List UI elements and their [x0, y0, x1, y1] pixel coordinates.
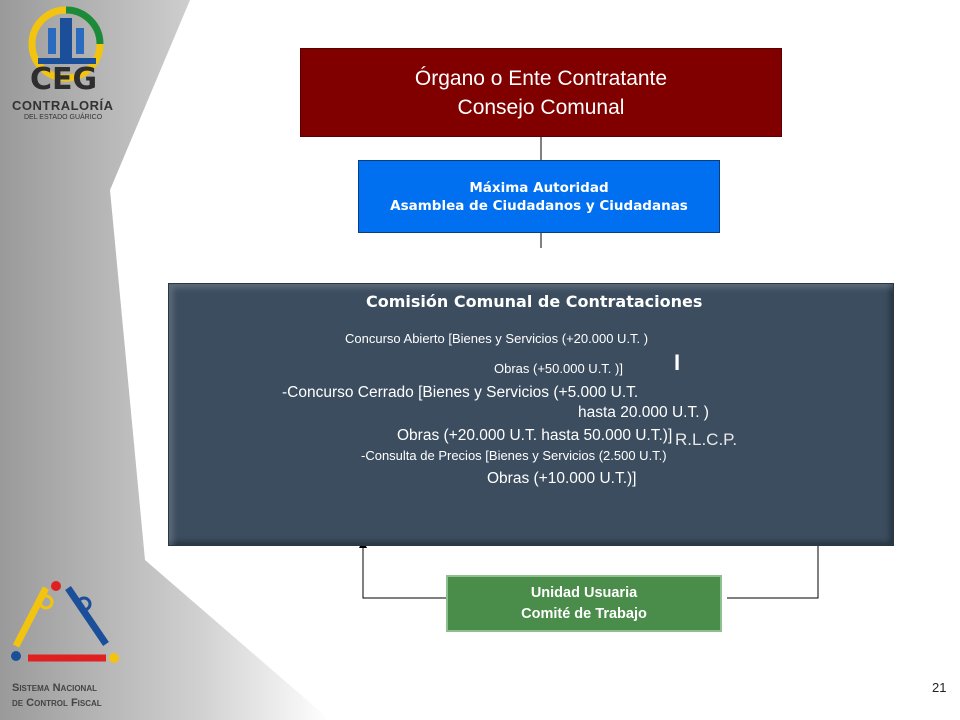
organo-contratante-box: Órgano o Ente Contratante Consejo Comuna…: [300, 48, 782, 137]
comision-line-consulta-precios: -Consulta de Precios [Bienes y Servicios…: [361, 448, 667, 463]
organo-line1: Órgano o Ente Contratante: [414, 66, 668, 90]
logo-bottom-line2: de Control Fiscal: [12, 697, 102, 709]
rlcp-label: R.L.C.P.: [675, 430, 738, 449]
page-number: 21: [932, 680, 947, 695]
comision-line-obras-abierto: Obras (+50.000 U.T. )]: [494, 361, 623, 376]
comision-line-hasta: hasta 20.000 U.T. ): [578, 404, 709, 421]
logo-acronym: CEG: [30, 62, 98, 97]
maxima-line2: Asamblea de Ciudadanos y Ciudadanas: [390, 197, 688, 214]
maxima-line1: Máxima Autoridad: [469, 179, 609, 196]
comision-title: Comisión Comunal de Contrataciones: [366, 292, 703, 311]
comision-line-obras-consulta: Obras (+10.000 U.T.)]: [487, 470, 637, 487]
arrow-left: [362, 545, 446, 599]
maxima-autoridad-box: Máxima Autoridad Asamblea de Ciudadanos …: [358, 160, 720, 233]
organo-line2: Consejo Comunal: [457, 95, 625, 119]
unidad-line1: Unidad Usuaria: [530, 584, 638, 601]
logo-name: CONTRALORÍA: [12, 98, 114, 113]
comision-line-concurso-abierto: Concurso Abierto [Bienes y Servicios (+2…: [345, 331, 649, 346]
unidad-usuaria-box: Unidad Usuaria Comité de Trabajo: [446, 575, 722, 632]
control-fiscal-logo: Sistema Nacional de Control Fiscal: [6, 578, 126, 709]
comision-line-concurso-cerrado: -Concurso Cerrado [Bienes y Servicios (+…: [282, 384, 639, 401]
contraloria-logo: CEG CONTRALORÍA DEL ESTADO GUÁRICO: [8, 4, 128, 134]
comision-line-obras-cerrado: Obras (+20.000 U.T. hasta 50.000 U.T.)]: [397, 427, 673, 444]
logo-subname: DEL ESTADO GUÁRICO: [24, 114, 103, 121]
comision-comunal-box: Comisión Comunal de Contrataciones Concu…: [168, 283, 894, 546]
arrow-right: [727, 523, 819, 599]
logo-bottom-line1: Sistema Nacional: [12, 682, 98, 694]
unidad-line2: Comité de Trabajo: [521, 605, 647, 622]
comision-mark: I: [674, 350, 681, 375]
